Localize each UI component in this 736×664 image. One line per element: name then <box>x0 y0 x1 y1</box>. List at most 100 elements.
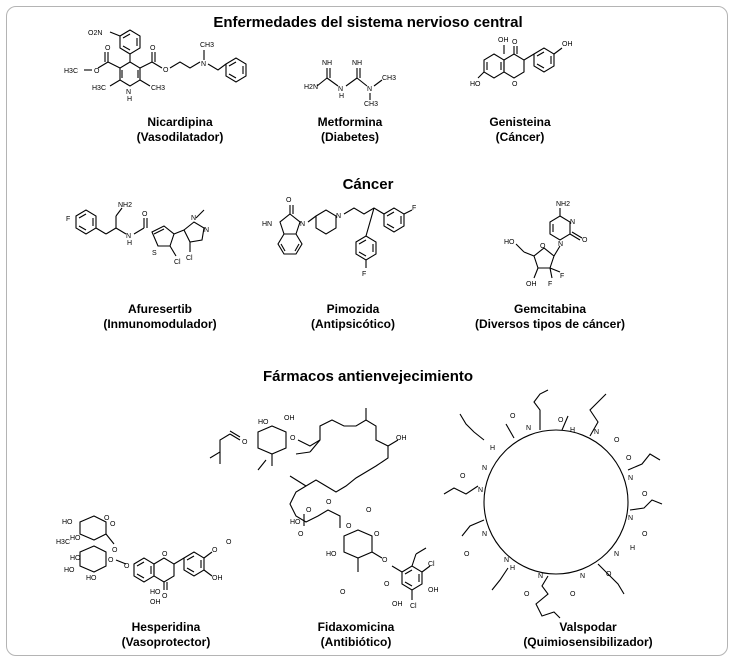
atom-label: S <box>152 250 157 257</box>
atom-label: O <box>570 591 576 598</box>
pimozide-structure: O HN N N F F <box>262 197 416 278</box>
atom-label: HO <box>290 519 301 526</box>
atom-label: N <box>126 233 131 240</box>
compound-use: (Vasoprotector) <box>121 635 211 649</box>
atom-label: F <box>362 271 366 278</box>
atom-label: O <box>163 67 169 74</box>
atom-label: O <box>326 499 332 506</box>
atom-label: O <box>286 197 292 204</box>
caption-genistein: Genisteina (Cáncer) <box>440 115 600 145</box>
atom-label: O <box>94 68 100 75</box>
atom-label: N <box>191 215 196 222</box>
atom-label: HO <box>70 555 81 562</box>
atom-label: H <box>339 93 344 100</box>
atom-label: O <box>112 547 118 554</box>
atom-label: CH3 <box>364 101 378 108</box>
atom-label: O <box>524 591 530 598</box>
atom-label: NH <box>352 60 362 67</box>
atom-label: Cl <box>186 255 193 262</box>
atom-label: O <box>382 557 388 564</box>
compound-name: Afuresertib <box>127 302 192 316</box>
atom-label: HO <box>86 575 97 582</box>
compound-name: Metformina <box>317 115 383 129</box>
atom-label: O <box>540 243 546 250</box>
nicardipine-label-nh: N <box>126 89 131 96</box>
atom-label: N <box>201 61 206 68</box>
atom-label: CH3 <box>382 75 396 82</box>
nicardipine-label-h3c: H3C <box>92 85 106 92</box>
compound-use: (Vasodilatador) <box>136 130 224 144</box>
atom-label: O <box>290 435 296 442</box>
atom-label: HO <box>150 589 161 596</box>
compound-use: (Quimiosensibilizador) <box>523 635 653 649</box>
atom-label: H <box>570 427 575 434</box>
atom-label: N <box>538 573 543 580</box>
atom-label: OH <box>150 599 161 606</box>
compound-use: (Cáncer) <box>495 130 545 144</box>
atom-label: N <box>628 475 633 482</box>
compound-use: (Diversos tipos de cáncer) <box>474 317 626 331</box>
atom-label: O <box>512 81 518 88</box>
atom-label: O <box>460 473 466 480</box>
atom-label: O <box>614 437 620 444</box>
atom-label: N <box>614 551 619 558</box>
atom-label: O <box>582 237 588 244</box>
atom-label: OH <box>212 575 223 582</box>
atom-label: HO <box>258 419 269 426</box>
atom-label: O <box>298 531 304 538</box>
atom-label: OH <box>562 41 573 48</box>
genistein-structure: OH HO O O OH <box>470 37 573 88</box>
atom-label: H2N <box>304 84 318 91</box>
atom-label: N <box>526 425 531 432</box>
atom-label: OH <box>284 415 295 422</box>
atom-label: N <box>580 573 585 580</box>
atom-label: F <box>412 205 416 212</box>
atom-label: O <box>642 491 648 498</box>
atom-label: O <box>366 507 372 514</box>
compound-use: (Antibiótico) <box>320 635 392 649</box>
atom-label: F <box>66 216 70 223</box>
atom-label: N <box>504 557 509 564</box>
atom-label: N <box>336 213 341 220</box>
fidaxomicin-structure: O HO OH O OH HO O O O O HO O O O Cl Cl O… <box>209 408 439 610</box>
atom-label: HO <box>470 81 481 88</box>
valspodar-structure: N N N N N N N N N N N O O O O O O O O O … <box>443 389 663 619</box>
figure-frame <box>6 6 728 656</box>
compound-name: Gemcitabina <box>513 302 587 316</box>
atom-label: H <box>490 445 495 452</box>
atom-label: HO <box>326 551 337 558</box>
atom-label: N <box>570 219 575 226</box>
atom-label: O <box>212 547 218 554</box>
atom-label: N <box>300 221 305 228</box>
atom-label: OH <box>498 37 509 44</box>
atom-label: H <box>630 545 635 552</box>
nicardipine-label-no2: O2N <box>88 30 102 37</box>
atom-label: O <box>104 515 110 522</box>
nicardipine-label-h3c-ester: H3C <box>64 68 78 75</box>
caption-valspodar: Valspodar (Quimiosensibilizador) <box>498 620 678 650</box>
atom-label: O <box>384 581 390 588</box>
atom-label: N <box>482 531 487 538</box>
atom-label: NH2 <box>556 201 570 208</box>
atom-label: O <box>142 211 148 218</box>
atom-label: HO <box>70 535 81 542</box>
caption-pimozide: Pimozida (Antipsicótico) <box>273 302 433 332</box>
atom-label: O <box>162 551 168 558</box>
compound-name: Genisteina <box>489 115 551 129</box>
compound-name: Valspodar <box>559 620 617 634</box>
section-title-cns: Enfermedades del sistema nervioso centra… <box>213 14 523 31</box>
atom-label: OH <box>428 587 439 594</box>
atom-label: O <box>464 551 470 558</box>
atom-label: H <box>127 240 132 247</box>
atom-label: N <box>594 429 599 436</box>
atom-label: O <box>105 45 111 52</box>
atom-label: O <box>242 439 248 446</box>
atom-label: O <box>110 521 116 528</box>
atom-label: CH3 <box>200 42 214 49</box>
atom-label: F <box>560 273 564 280</box>
compound-use: (Antipsicótico) <box>311 317 395 331</box>
caption-fidaxomicin: Fidaxomicina (Antibiótico) <box>276 620 436 650</box>
section-title-cancer: Cáncer <box>342 176 394 193</box>
atom-label: O <box>226 539 232 546</box>
atom-label: N <box>204 227 209 234</box>
